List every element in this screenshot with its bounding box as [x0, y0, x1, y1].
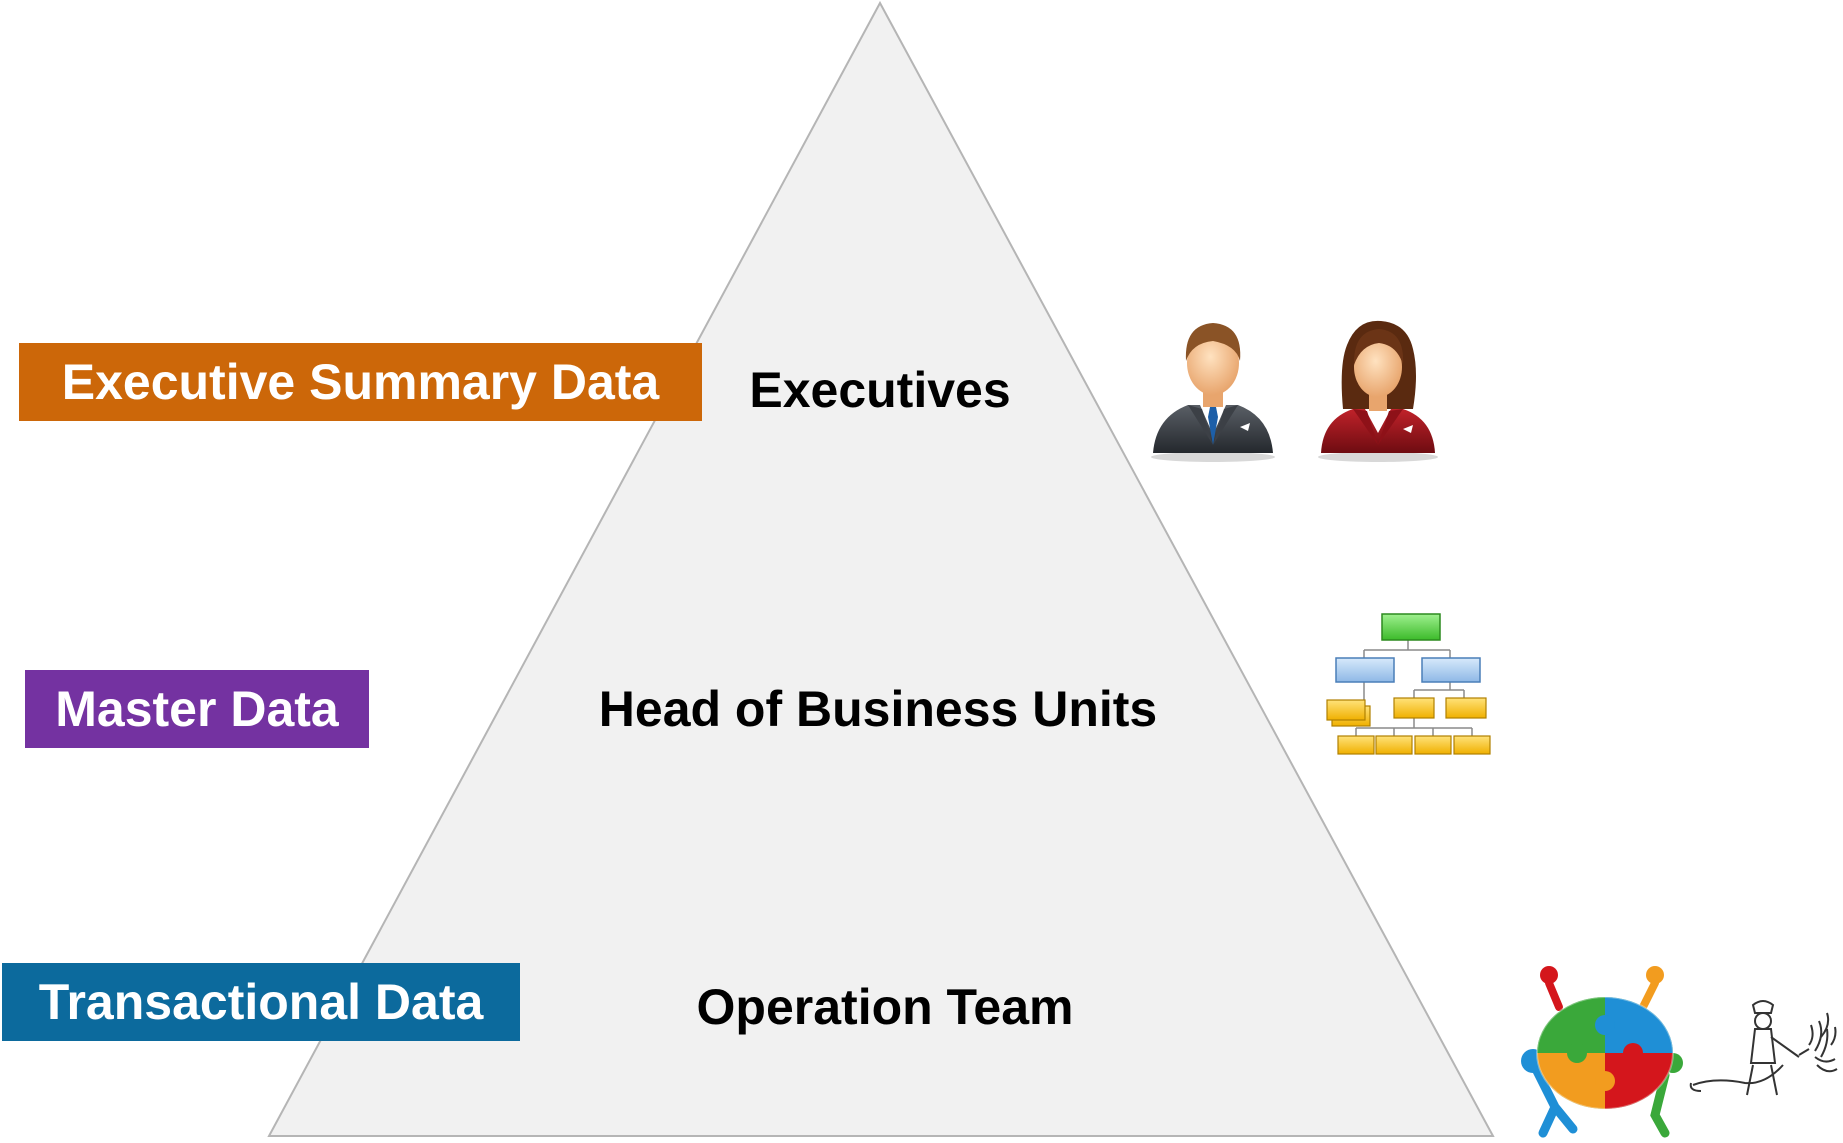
- businessman-figure: [1151, 323, 1275, 462]
- executive-summary-data-label: Executive Summary Data: [61, 354, 660, 410]
- transactional-data-tag: Transactional Data: [2, 963, 520, 1041]
- master-data-tag: Master Data: [25, 670, 369, 748]
- transactional-data-label: Transactional Data: [38, 974, 484, 1030]
- level-executives-label: Executives: [749, 362, 1011, 418]
- level-operation-team-label: Operation Team: [696, 979, 1074, 1035]
- level-head-of-business-units-label: Head of Business Units: [598, 681, 1158, 737]
- org-chart-icon: [1326, 613, 1491, 755]
- puzzle-team-firefighter-icon: [1521, 966, 1838, 1138]
- puzzle-team-figure: [1521, 966, 1683, 1138]
- master-data-label: Master Data: [55, 681, 339, 737]
- businessman-businesswoman-icon: [1151, 320, 1438, 462]
- firefighter-figure: [1689, 1000, 1838, 1096]
- businesswoman-figure: [1318, 320, 1438, 462]
- executive-summary-data-tag: Executive Summary Data: [19, 343, 702, 421]
